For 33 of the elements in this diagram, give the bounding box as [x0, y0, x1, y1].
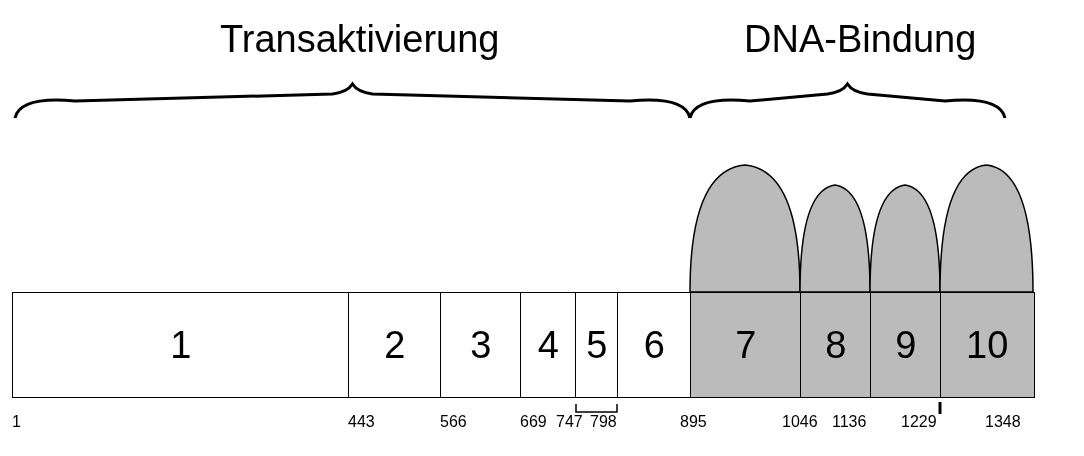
position-number: 566 [440, 413, 467, 431]
exon-number: 3 [470, 323, 492, 367]
position-number: 1229 [901, 413, 937, 431]
exon-box [12, 292, 350, 398]
exon-number: 1 [170, 323, 192, 367]
region-heading: Transaktivierung [220, 18, 500, 61]
position-number: 443 [348, 413, 375, 431]
region-heading: DNA-Bindung [744, 18, 977, 61]
exon-box [575, 292, 619, 398]
exon-number: 10 [966, 323, 1009, 367]
position-number: 895 [680, 413, 707, 431]
position-number: 1 [12, 413, 21, 431]
exon-number: 2 [384, 323, 406, 367]
position-number: 669 [520, 413, 547, 431]
exon-box [440, 292, 522, 398]
exon-number: 5 [586, 323, 608, 367]
exon-box [940, 292, 1035, 398]
exon-box [617, 292, 692, 398]
exon-box [520, 292, 577, 398]
exon-number: 4 [537, 323, 559, 367]
position-number: 1348 [985, 413, 1021, 431]
position-number: 1046 [782, 413, 818, 431]
exon-box [800, 292, 872, 398]
position-number: 1136 [832, 413, 867, 431]
position-number: 747 [556, 413, 583, 431]
exon-box [870, 292, 942, 398]
exon-number: 6 [643, 323, 665, 367]
position-number: 798 [590, 413, 617, 431]
exon-box [348, 292, 442, 398]
exon-box [690, 292, 802, 398]
exon-number: 8 [825, 323, 847, 367]
exon-number: 7 [735, 323, 757, 367]
exon-number: 9 [895, 323, 917, 367]
